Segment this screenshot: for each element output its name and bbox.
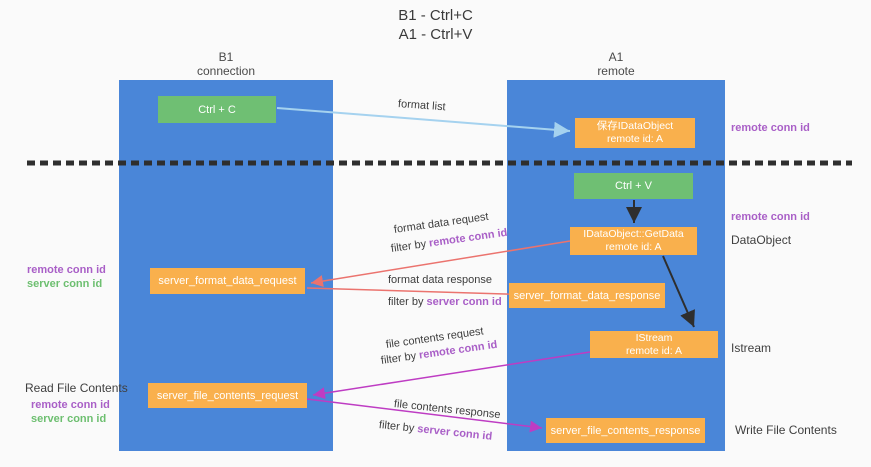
getdata-node: IDataObject::GetData remote id: A: [570, 227, 697, 255]
left-server-conn-id-annotation-2: server conn id: [31, 413, 107, 425]
getdata-to-istream-arrow: [662, 255, 695, 328]
save-dataobject-node: 保存IDataObject remote id: A: [575, 118, 695, 148]
ctrl-v-node: Ctrl + V: [574, 173, 693, 199]
left-remote-conn-id-annotation-1: remote conn id: [27, 264, 106, 276]
ctrl-v-label: Ctrl + V: [615, 180, 652, 192]
server-file-contents-request-label: server_file_contents_request: [156, 389, 299, 402]
server-format-data-request-label: server_format_data_request: [158, 275, 297, 287]
file-contents-response-arrow: [306, 398, 543, 433]
title-line-2: A1 - Ctrl+V: [398, 26, 473, 43]
getdata-line2: remote id: A: [605, 241, 662, 253]
istream-line2: remote id: A: [625, 344, 683, 357]
left-server-conn-id-annotation-1: server conn id: [27, 278, 103, 290]
format-data-request-arrow: [310, 240, 571, 288]
file-contents-request-arrow: [312, 351, 591, 400]
title-line-1: B1 - Ctrl+C: [398, 7, 473, 24]
lane-header-a1: A1 remote: [507, 50, 725, 78]
remote-conn-id-annotation-top: remote conn id: [731, 122, 810, 134]
getdata-line1: IDataObject::GetData: [583, 228, 684, 240]
write-file-contents-annotation: Write File Contents: [735, 423, 837, 437]
ctrl-c-node: Ctrl + C: [158, 96, 276, 123]
server-file-contents-request-node: server_file_contents_request: [148, 383, 307, 408]
format-data-response-filter-label: filter by server conn id: [388, 296, 502, 308]
server-format-data-request-node: server_format_data_request: [150, 268, 305, 294]
lane-header-b1: B1 connection: [119, 50, 333, 78]
istream-node: IStream remote id: A: [590, 331, 718, 358]
left-remote-conn-id-annotation-2: remote conn id: [31, 399, 110, 411]
save-dataobject-line2: remote id: A: [606, 133, 664, 145]
format-data-response-arrow: [306, 287, 537, 301]
read-file-contents-annotation: Read File Contents: [25, 381, 128, 395]
filter-by-text: filter by: [388, 296, 427, 308]
server-file-contents-response-label: server_file_contents_response: [550, 424, 701, 437]
remote-conn-id-annotation-mid: remote conn id: [731, 211, 810, 223]
ctrl-c-label: Ctrl + C: [198, 103, 236, 116]
lane-b1-subtitle: connection: [196, 64, 256, 78]
istream-line1: IStream: [635, 331, 673, 344]
save-dataobject-line1: 保存IDataObject: [596, 120, 674, 132]
lane-a1-subtitle: remote: [597, 64, 635, 78]
dataobject-annotation: DataObject: [731, 233, 792, 247]
lane-b1-title: B1: [218, 50, 234, 64]
diagram-title: B1 - Ctrl+C A1 - Ctrl+V: [0, 6, 871, 44]
format-data-response-label: format data response: [388, 274, 492, 286]
server-conn-id-key: server conn id: [426, 296, 502, 308]
lane-a1-title: A1: [608, 50, 624, 64]
format-list-arrow: [276, 107, 571, 138]
server-file-contents-response-node: server_file_contents_response: [546, 418, 705, 443]
server-format-data-response-label: server_format_data_response: [513, 289, 661, 302]
istream-annotation: Istream: [731, 341, 772, 355]
server-format-data-response-node: server_format_data_response: [509, 283, 665, 308]
